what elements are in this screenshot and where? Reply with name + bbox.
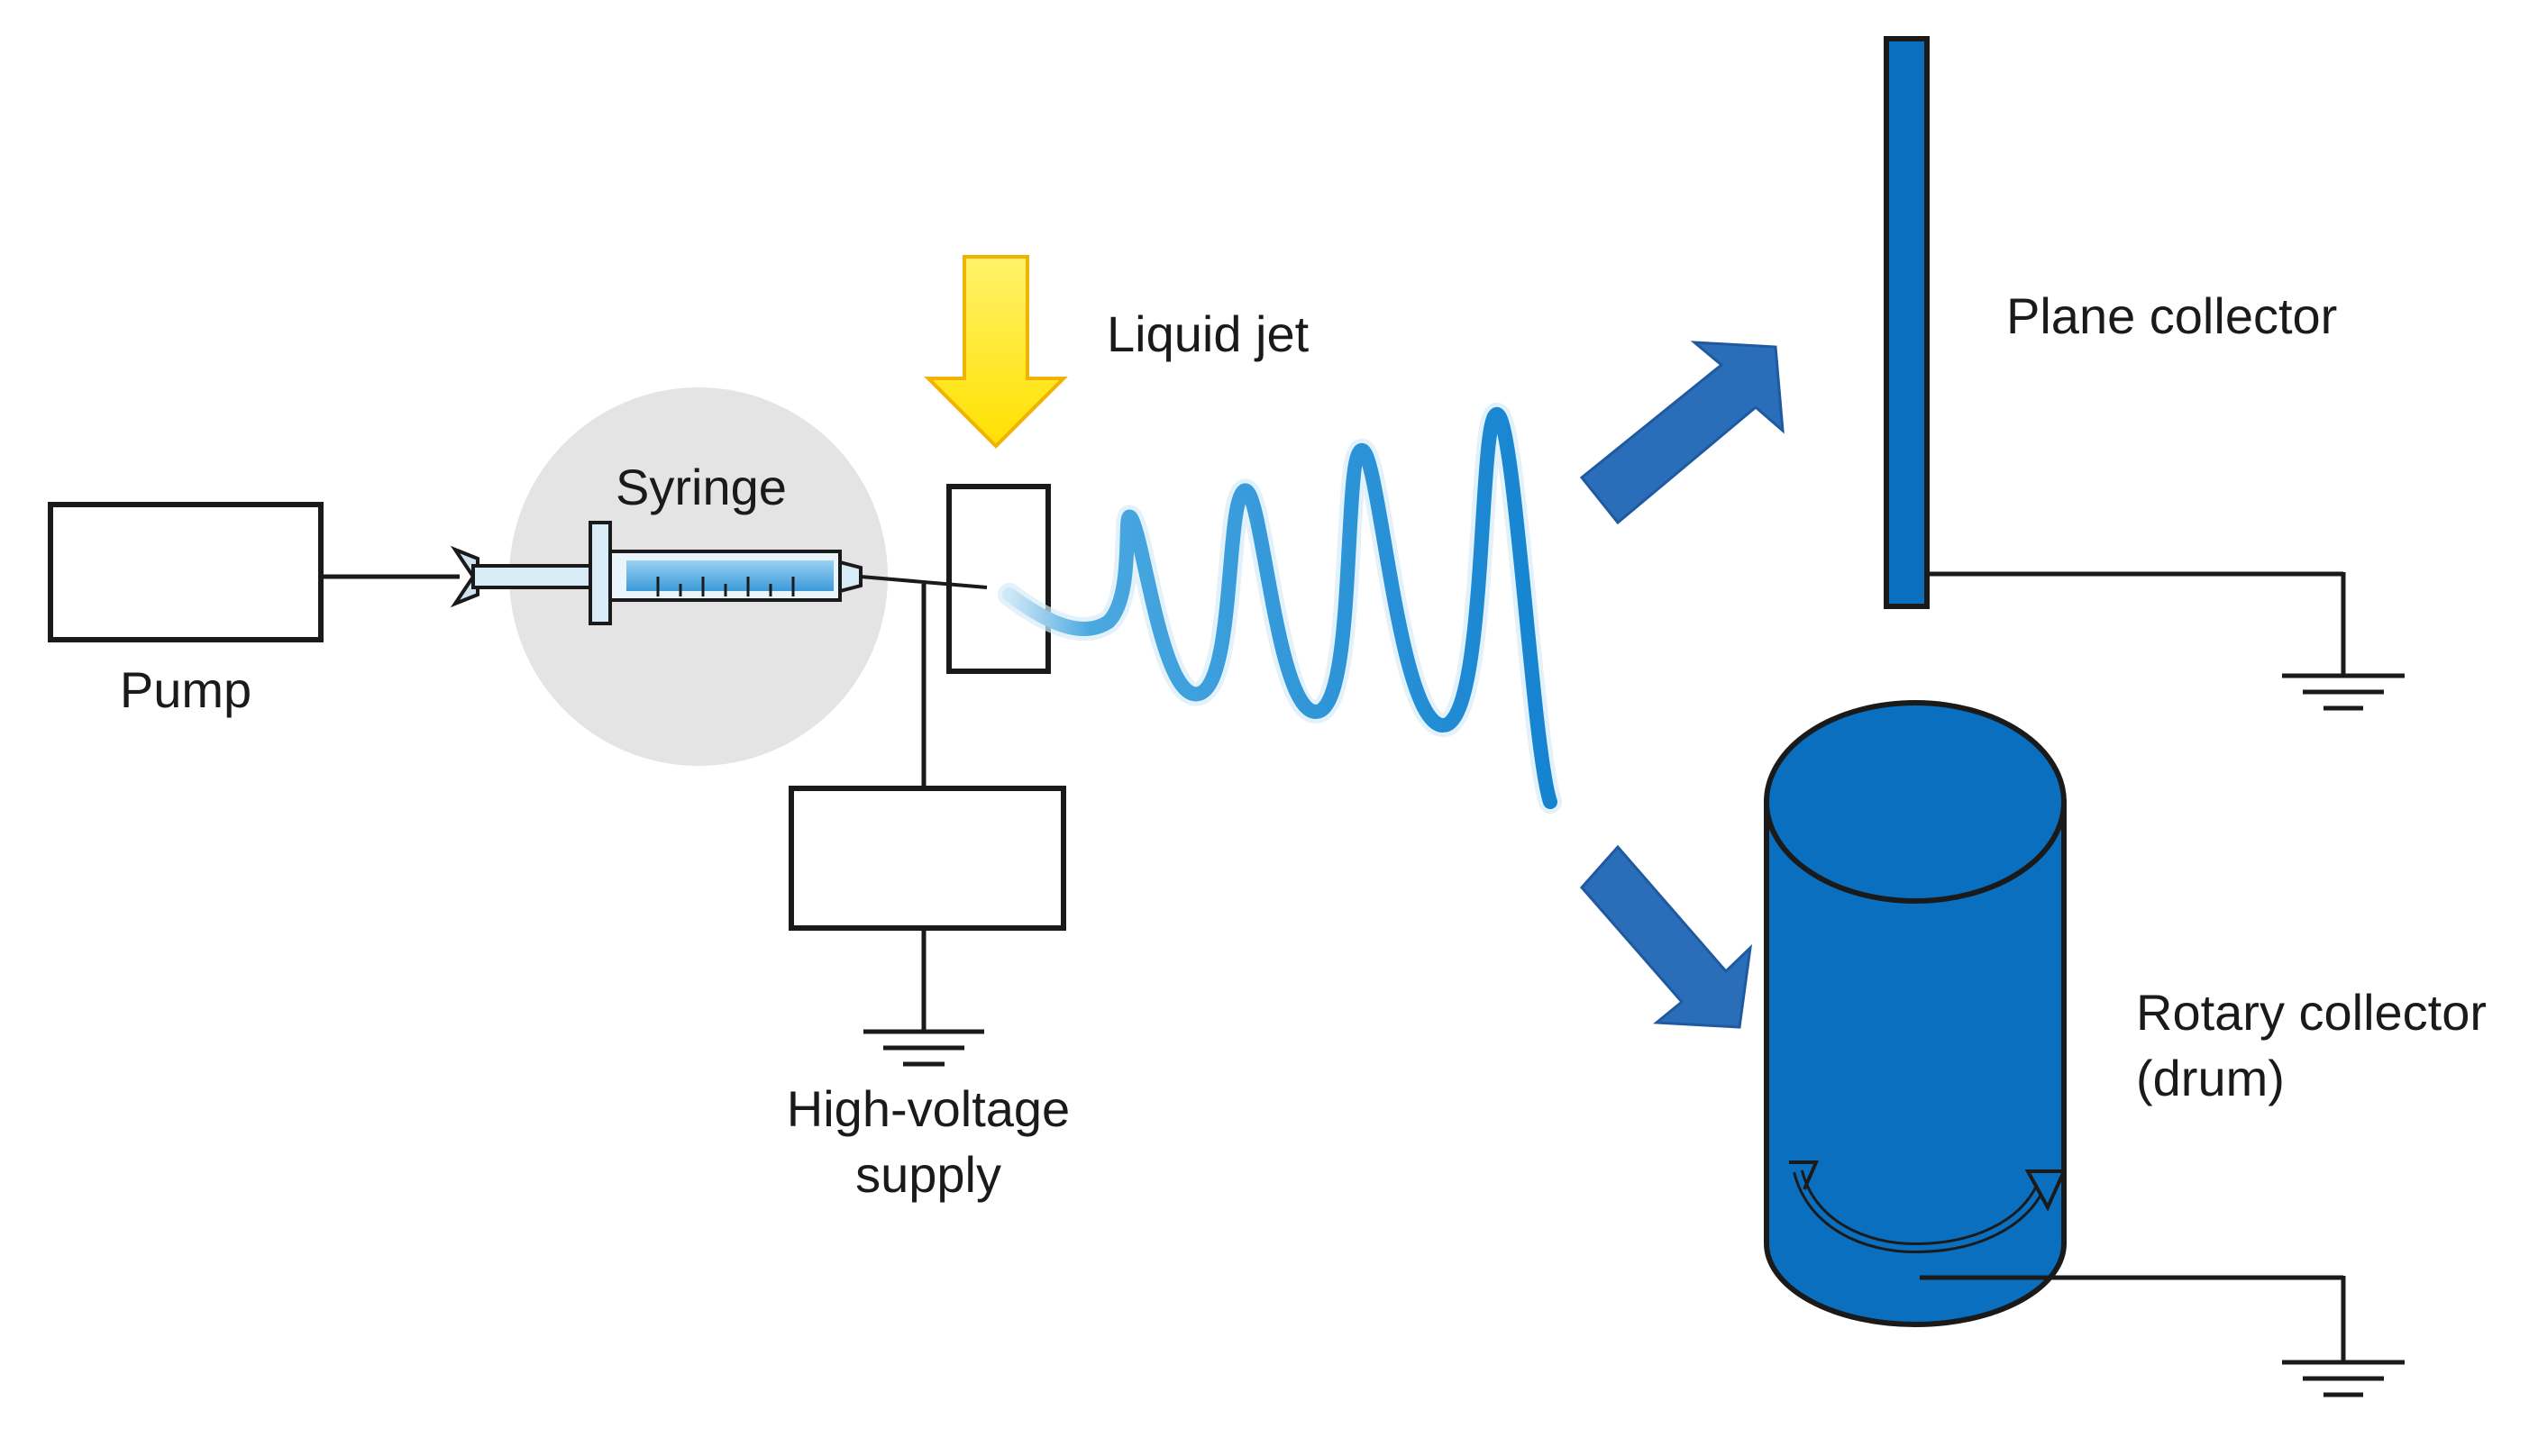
needle-box: [946, 484, 1051, 674]
plane-collector: [1884, 36, 1930, 609]
high-voltage-supply-box: [789, 786, 1066, 931]
pump-box: [48, 502, 324, 642]
rotary-drum-collector: [1764, 700, 2067, 1327]
rotation-arrow-icon: [1789, 1160, 2068, 1254]
liquid-jet: [998, 402, 1562, 814]
syringe-label: Syringe: [616, 459, 787, 515]
ground-icon: [863, 1029, 984, 1067]
arrow-down-icon: [924, 255, 1068, 449]
plane-collector-label: Plane collector: [2006, 287, 2338, 344]
arrow-up-right-icon: [1579, 341, 1785, 525]
liquid-jet-label: Liquid jet: [1107, 305, 1310, 362]
arrow-down-right-icon: [1580, 844, 1753, 1029]
pump-label: Pump: [119, 661, 252, 718]
syringe-icon: [450, 521, 988, 625]
ground-icon: [2282, 1360, 2405, 1397]
ground-icon: [2282, 673, 2405, 711]
high-voltage-supply-label: High-voltage supply: [786, 1080, 1071, 1203]
rotary-collector-label: Rotary collector (drum): [2136, 984, 2488, 1106]
